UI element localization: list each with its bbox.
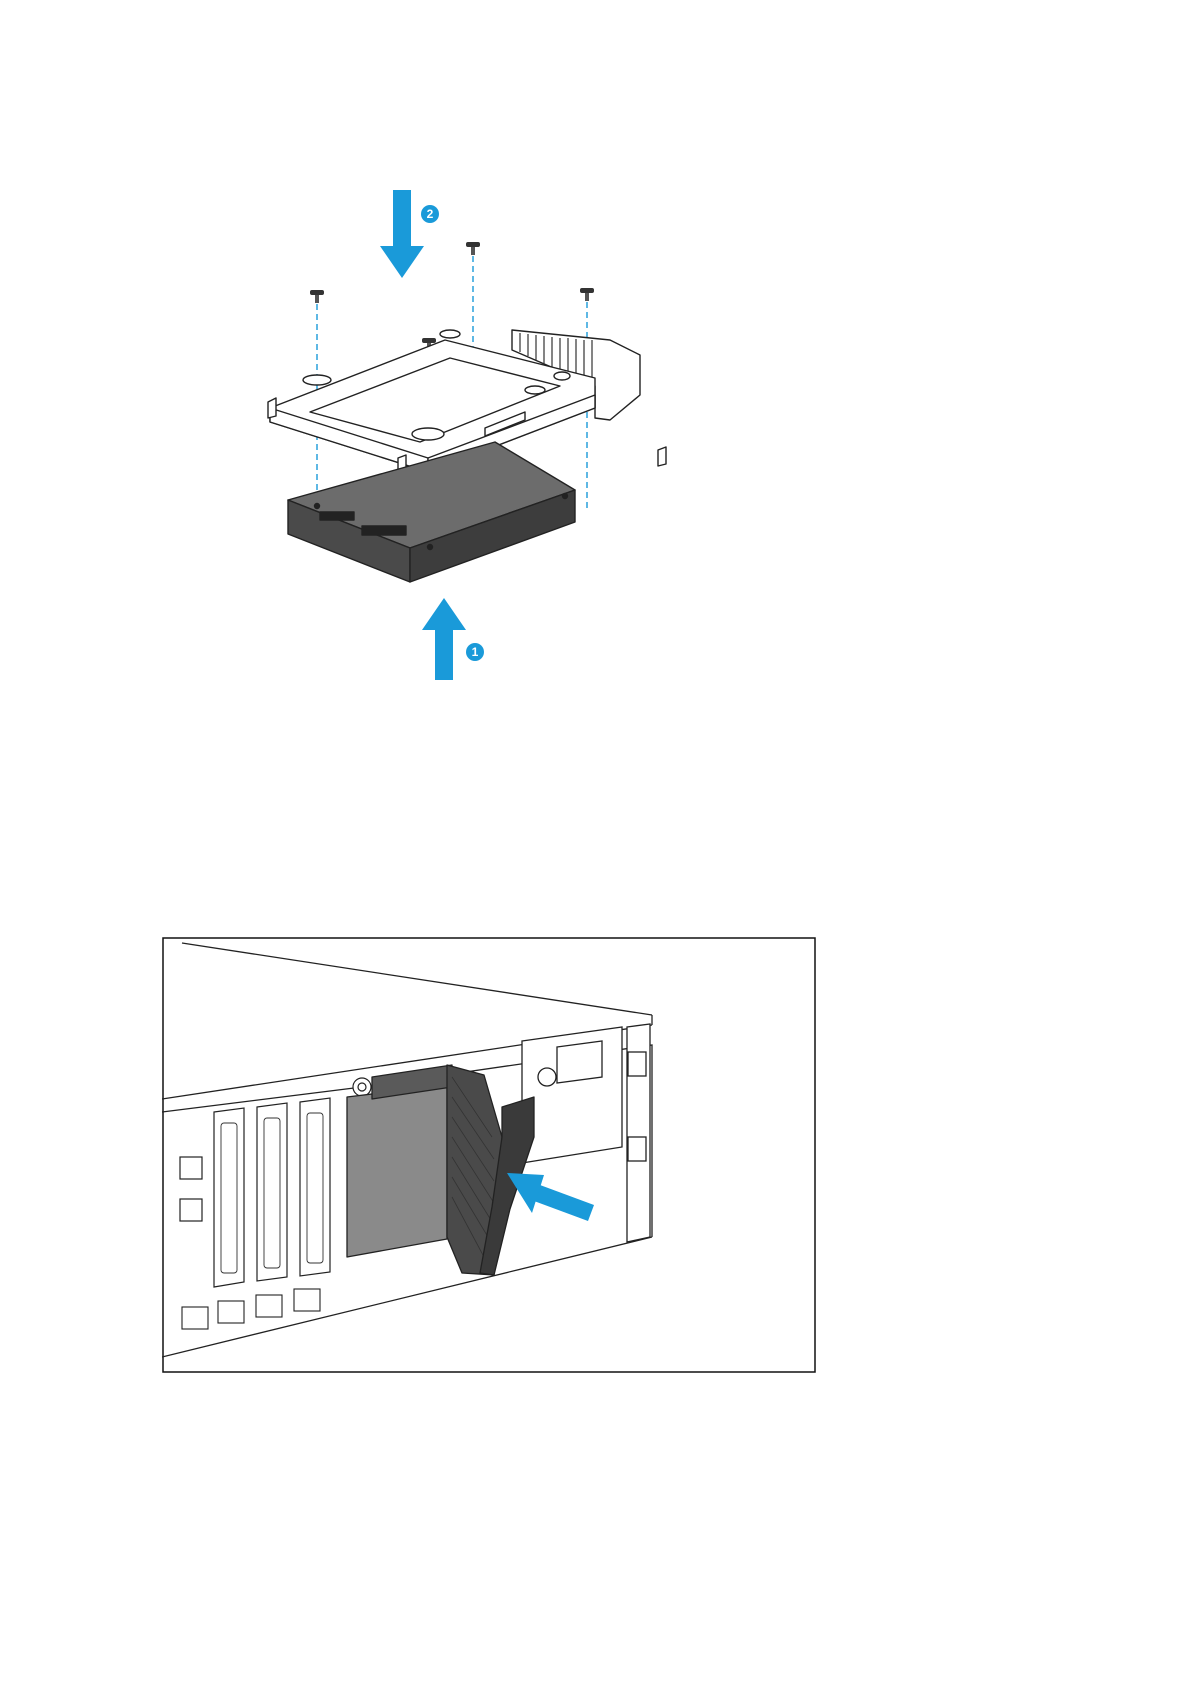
step-badge-2: 2: [421, 205, 439, 223]
drive-tray-assembly-illustration: 2: [250, 190, 690, 730]
screw-icon: [580, 288, 594, 301]
arrow-up-icon: [422, 598, 466, 680]
screw-icon: [466, 242, 480, 255]
screw-icon: [310, 290, 324, 303]
step-number-2: 2: [427, 207, 434, 221]
thumbscrew: [353, 1078, 371, 1096]
step-badge-1: 1: [466, 643, 484, 661]
arrow-down-icon: [380, 190, 424, 278]
drive-bay-insertion-illustration: [162, 937, 816, 1373]
step-number-1: 1: [472, 645, 479, 659]
pcie-slot-covers: [214, 1098, 330, 1287]
hard-drive: [288, 442, 575, 582]
